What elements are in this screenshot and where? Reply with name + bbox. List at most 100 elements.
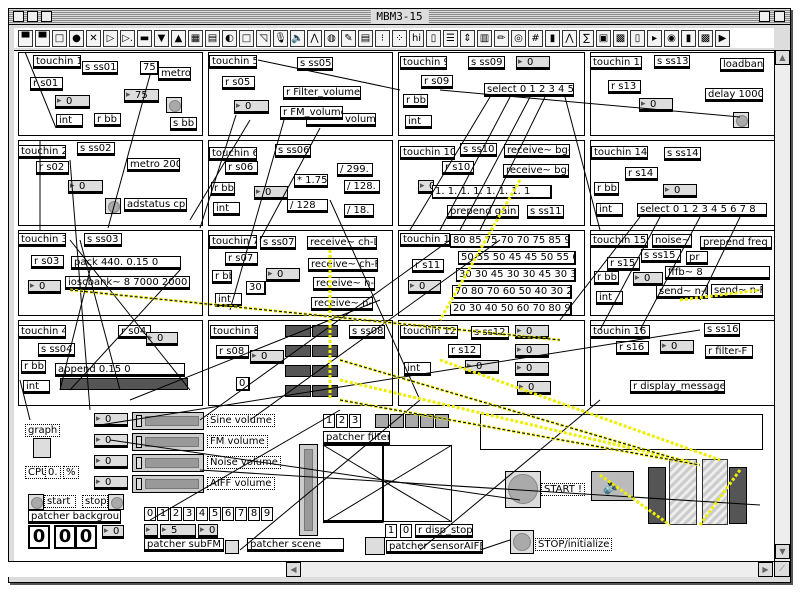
zoom-box-left[interactable] xyxy=(27,11,38,22)
prepend-object[interactable]: prepend freq 0 xyxy=(700,236,772,250)
big-number[interactable]: 0 xyxy=(28,525,50,549)
swatch-icon[interactable]: ▣ xyxy=(596,29,611,47)
pen-icon[interactable]: ✎ xyxy=(341,29,356,47)
patcher-background[interactable]: patcher background xyxy=(28,510,121,524)
receive-object[interactable]: r s10 xyxy=(442,161,474,175)
zoom-box[interactable] xyxy=(759,11,770,22)
receive-object[interactable]: r Filter_volume xyxy=(283,86,361,100)
scroll-left-arrow[interactable]: ◀ xyxy=(286,562,301,577)
number-box[interactable]: 0 xyxy=(250,350,284,364)
scroll-right-arrow[interactable]: ▶ xyxy=(758,562,773,577)
number-box[interactable]: 0 xyxy=(633,272,663,286)
touchin-object[interactable]: touchin 9 xyxy=(400,56,447,70)
list-message[interactable]: 30 30 45 30 30 45 30 30 xyxy=(456,268,576,282)
number-box[interactable]: 0 xyxy=(408,280,441,294)
gain-list-message[interactable]: 1. 1. 1. 1. 1. 1. 1. 1 xyxy=(432,185,552,199)
receive-object[interactable]: r bb xyxy=(21,360,46,374)
number-box[interactable]: 0 xyxy=(515,325,549,339)
receive-object[interactable]: r s02 xyxy=(36,161,69,175)
target-icon[interactable]: ◎ xyxy=(511,29,526,47)
send-object[interactable]: s ss16 xyxy=(704,323,740,337)
number-box[interactable]: 0 xyxy=(28,280,61,294)
metro-object[interactable]: metro 200 xyxy=(127,158,180,172)
scroll-track[interactable] xyxy=(286,562,758,577)
receive-signal-object[interactable]: receive~ bg-R xyxy=(503,164,569,178)
line-icon[interactable]: ◹ xyxy=(256,29,271,47)
loadbang-object[interactable]: loadbang xyxy=(720,58,764,72)
noise-object[interactable]: noise~ xyxy=(652,234,692,248)
touchin-object[interactable]: touchin 16 xyxy=(590,325,650,339)
list-message[interactable]: 20 30 40 50 60 70 80 90 xyxy=(450,302,572,316)
digit-message[interactable]: 8 xyxy=(248,507,260,521)
number-box[interactable]: 0 xyxy=(465,360,499,374)
message-3[interactable]: 3 xyxy=(349,414,361,428)
digit-message[interactable]: 0 xyxy=(144,507,156,521)
digit-message[interactable]: 3 xyxy=(183,507,195,521)
button-square[interactable] xyxy=(405,414,419,428)
resize-grip-icon[interactable]: ⟋ xyxy=(774,561,790,577)
append-object[interactable]: append 0.15 0 xyxy=(55,363,185,377)
grid-icon[interactable]: ▦ xyxy=(188,29,203,47)
message-2[interactable]: 2 xyxy=(336,414,348,428)
button-square[interactable] xyxy=(420,414,434,428)
pencil-icon[interactable]: ✏ xyxy=(494,29,509,47)
sine-volume-number[interactable]: 0 xyxy=(94,413,128,427)
big-number[interactable]: 0 xyxy=(54,525,76,549)
bang-object-icon[interactable]: ▀ xyxy=(18,29,33,47)
number-box[interactable]: 0 xyxy=(266,268,300,282)
receive-object[interactable]: r bb xyxy=(594,271,619,285)
touchin-object[interactable]: touchin 11 xyxy=(400,233,450,247)
send-signal-object[interactable]: send~ n-R xyxy=(711,284,763,298)
playbar-icon[interactable]: ▸ xyxy=(647,29,662,47)
scroll-up-arrow[interactable]: ▲ xyxy=(775,50,790,65)
function-icon[interactable]: ∑ xyxy=(579,29,594,47)
number-box[interactable]: 0 xyxy=(515,344,549,358)
send-signal-object[interactable]: send~ n-L xyxy=(656,285,708,299)
record-icon[interactable]: ◉ xyxy=(664,29,679,47)
slider-triangle-icon[interactable]: ▲ xyxy=(171,29,186,47)
send-object[interactable]: s ss04 xyxy=(38,343,75,357)
receive-signal-object[interactable]: receive~ n-R xyxy=(311,297,373,311)
list-message[interactable]: 80 85 75 70 70 75 85 90 xyxy=(450,234,570,248)
touchin-object[interactable]: touchin 15 xyxy=(590,234,648,248)
int-object[interactable]: int xyxy=(404,362,431,376)
lcd-display[interactable] xyxy=(383,445,452,522)
touchin-object[interactable]: touchin 7 xyxy=(209,235,257,249)
number-box[interactable]: 0 xyxy=(146,332,178,346)
speaker-icon[interactable]: 🔈 xyxy=(591,471,634,501)
number-box-empty[interactable] xyxy=(144,524,158,538)
toggle-box[interactable] xyxy=(225,540,239,554)
meter-icon[interactable]: ▮ xyxy=(545,29,560,47)
receive-object[interactable]: r s01 xyxy=(30,77,63,91)
collapse-box[interactable] xyxy=(774,11,785,22)
receive-object[interactable]: r filter-F xyxy=(705,345,753,359)
int-object[interactable]: int xyxy=(213,202,240,216)
touchin-object[interactable]: touchin 3 xyxy=(18,233,66,247)
noise-volume-number[interactable]: 0 xyxy=(94,455,128,469)
int-object[interactable]: int xyxy=(596,291,623,305)
digit-message[interactable]: 9 xyxy=(261,507,273,521)
signal-object[interactable] xyxy=(312,365,338,377)
int-object[interactable]: int xyxy=(405,115,432,129)
message-0[interactable]: 0 xyxy=(400,524,412,538)
button-square[interactable] xyxy=(375,414,389,428)
int-object[interactable]: int xyxy=(23,380,50,394)
start-button[interactable] xyxy=(505,471,541,508)
digit-message[interactable]: 4 xyxy=(196,507,208,521)
message-box[interactable]: 0 xyxy=(236,377,250,391)
receive-object[interactable]: r s05 xyxy=(222,76,255,90)
number-box-icon[interactable]: ▷ xyxy=(103,29,118,47)
send-object[interactable]: s ss01 xyxy=(82,61,118,75)
adstatus-object[interactable]: adstatus cpu xyxy=(124,198,187,212)
vertical-slider[interactable] xyxy=(299,444,318,536)
receive-object[interactable]: r bb xyxy=(594,182,619,196)
toggle-box[interactable] xyxy=(365,537,385,555)
aiff-volume-number[interactable]: 0 xyxy=(94,476,128,490)
fm-volume-slider[interactable] xyxy=(132,433,204,451)
number-box[interactable]: 0 xyxy=(663,184,697,198)
gain-slider-right[interactable] xyxy=(702,459,728,525)
number-box[interactable]: 0 xyxy=(516,56,550,70)
matrix-dots-icon[interactable]: ⁘ xyxy=(392,29,407,47)
receive-signal-object[interactable]: receive~ ch-R xyxy=(308,258,378,272)
send-object[interactable]: s ss02 xyxy=(77,142,115,156)
